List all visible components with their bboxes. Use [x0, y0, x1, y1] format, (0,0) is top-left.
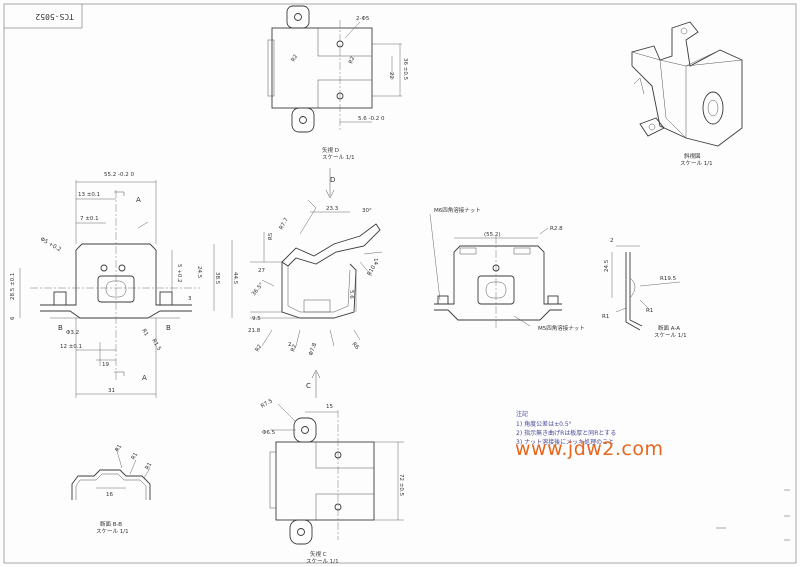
- top-dim-22: 22: [388, 72, 394, 79]
- top-view: 2-Φ5 R2 R2 22 36 ±0.5 5.6 -0.2 0 矢視 D スケ…: [267, 5, 408, 161]
- top-caption-scale: スケール 1/1: [322, 154, 355, 161]
- front-dim-44-5: 44.5: [232, 272, 238, 285]
- front-dim-6: 6: [10, 316, 16, 320]
- bottom-caption: 矢視 C: [310, 550, 327, 558]
- side-dim-r2-left: R2: [255, 344, 264, 353]
- top-dim-r-right: R2: [348, 56, 356, 65]
- side-dim-r6: R6: [350, 341, 360, 351]
- front-dim-3: 3: [188, 296, 192, 302]
- rear-label-m6: M6四角溶接ナット: [434, 206, 481, 214]
- iso-caption: 斜視図: [684, 152, 701, 160]
- front-dim-24-5: 24.5: [196, 266, 202, 279]
- bottom-dim-phi6-5: Φ6.5: [262, 430, 276, 436]
- side-arrow-c: C: [306, 382, 311, 390]
- section-b-dim-16: 16: [106, 492, 113, 498]
- side-view: D C 23.3 30° R7.7 R5 27 R10 14 36.5° 5.6…: [248, 168, 383, 398]
- front-dim-38-5: 38.5: [214, 272, 220, 285]
- side-dim-2: 2: [288, 342, 292, 348]
- notes-heading: 注記: [516, 410, 528, 418]
- front-dim-19: 19: [102, 362, 109, 368]
- top-dim-36: 36 ±0.5: [402, 58, 408, 81]
- side-dim-r7-7: R7.7: [279, 217, 291, 231]
- section-a-dim-r19-5: R19.5: [660, 276, 677, 282]
- notes-line-3: 3) ナット溶接後にメッキ処理のこと: [516, 438, 614, 446]
- side-dim-36-5deg: 36.5°: [251, 282, 265, 298]
- bottom-dim-72: 72 ±0.5: [398, 474, 404, 497]
- front-section-a-top: A: [136, 196, 141, 204]
- section-a-view: 2 24.5 R19.5 R1 R1 断面 A-A スケール 1/1: [602, 238, 687, 339]
- front-dim-31: 31: [108, 388, 115, 394]
- section-a-caption-scale: スケール 1/1: [654, 332, 687, 339]
- rear-view: M6四角溶接ナット M5四角溶接ナット (55.2) R2.8: [429, 206, 585, 332]
- side-dim-r10: R10: [367, 264, 378, 277]
- site-watermark: www.jdw2.com: [515, 438, 664, 460]
- bottom-view: R7.5 Φ6.5 15 72 ±0.5 矢視 C スケール 1/1: [260, 398, 404, 565]
- rear-label-m5: M5四角溶接ナット: [538, 324, 585, 332]
- side-dim-21-8: 21.8: [248, 328, 261, 334]
- side-dim-r2-right: R2: [290, 344, 298, 353]
- side-dim-5-6: 5.6: [348, 290, 354, 299]
- front-dim-55-2: 55.2 -0.2 0: [104, 172, 134, 178]
- bottom-dim-15: 15: [326, 404, 333, 410]
- side-dim-30deg: 30°: [362, 208, 372, 214]
- section-a-dim-2: 2: [610, 238, 614, 244]
- side-dim-23-3: 23.3: [326, 206, 339, 212]
- front-dim-12: 12 ±0.1: [60, 344, 82, 350]
- front-section-b-left: B: [58, 324, 63, 332]
- bottom-caption-scale: スケール 1/1: [306, 558, 339, 565]
- front-dim-28-5: 28.5 ±0.1: [10, 273, 16, 300]
- iso-view: 斜視図 スケール 1/1: [631, 21, 743, 167]
- notes-line-2: 2) 指示無き曲げRは板厚と同Rとする: [516, 429, 616, 437]
- section-b-dim-r1-b: R1: [131, 452, 140, 461]
- front-dim-13: 13 ±0.1: [78, 192, 100, 198]
- drawing-code: TCS-5052: [35, 12, 74, 21]
- top-caption: 矢視 D: [322, 146, 339, 154]
- side-dim-r5: R5: [268, 232, 274, 240]
- front-section-a-bottom: A: [142, 374, 147, 382]
- section-b-dim-r1-c: R1: [145, 462, 154, 471]
- section-a-caption: 断面 A-A: [658, 324, 680, 332]
- bottom-dim-r7-5: R7.5: [260, 398, 274, 410]
- front-dim-hole: Φ5 +0.2: [39, 237, 62, 254]
- top-dim-holes: 2-Φ5: [356, 16, 370, 22]
- top-dim-5-6: 5.6 -0.2 0: [358, 116, 385, 122]
- section-a-dim-24-5: 24.5: [604, 259, 610, 272]
- side-dim-27: 27: [258, 268, 265, 274]
- sheet-border: [3, 3, 797, 564]
- iso-caption-scale: スケール 1/1: [680, 160, 713, 167]
- front-dim-r1-5: R1.5: [150, 338, 162, 352]
- notes-block: 注記 1) 角度公差は±0.5° 2) 指示無き曲げRは板厚と同Rとする 3) …: [516, 410, 616, 446]
- section-b-caption: 断面 B-B: [100, 520, 122, 528]
- front-dim-5: 5 +0.2: [176, 264, 182, 283]
- notes-line-1: 1) 角度公差は±0.5°: [516, 420, 572, 428]
- top-dim-r-left: R2: [291, 54, 300, 63]
- front-view: 55.2 -0.2 0 13 ±0.1 7 ±0.1 Φ5 +0.2 5 +0.…: [10, 172, 238, 398]
- section-a-dim-r1-right: R1: [646, 308, 653, 314]
- section-b-view: R1 R1 R1 16 断面 B-B スケール 1/1: [71, 444, 154, 535]
- section-a-dim-r1-left: R1: [602, 314, 609, 320]
- side-dim-9-5: 9.5: [252, 316, 261, 322]
- rear-dim-r2-8: R2.8: [550, 226, 563, 232]
- side-dim-14: 14: [372, 258, 378, 265]
- right-edge-ticks: [716, 489, 790, 541]
- section-b-dim-r1-a: R1: [115, 444, 124, 453]
- section-b-caption-scale: スケール 1/1: [96, 528, 129, 535]
- front-dim-7: 7 ±0.1: [80, 216, 99, 222]
- front-section-b-right: B: [166, 324, 171, 332]
- front-dim-r1: R1: [140, 328, 149, 337]
- side-arrow-d: D: [330, 176, 335, 184]
- rear-dim-55-2: (55.2): [484, 232, 501, 238]
- side-dim-phi7-8: Φ7.8: [308, 342, 318, 357]
- front-dim-phi3-2: Φ3.2: [66, 330, 79, 336]
